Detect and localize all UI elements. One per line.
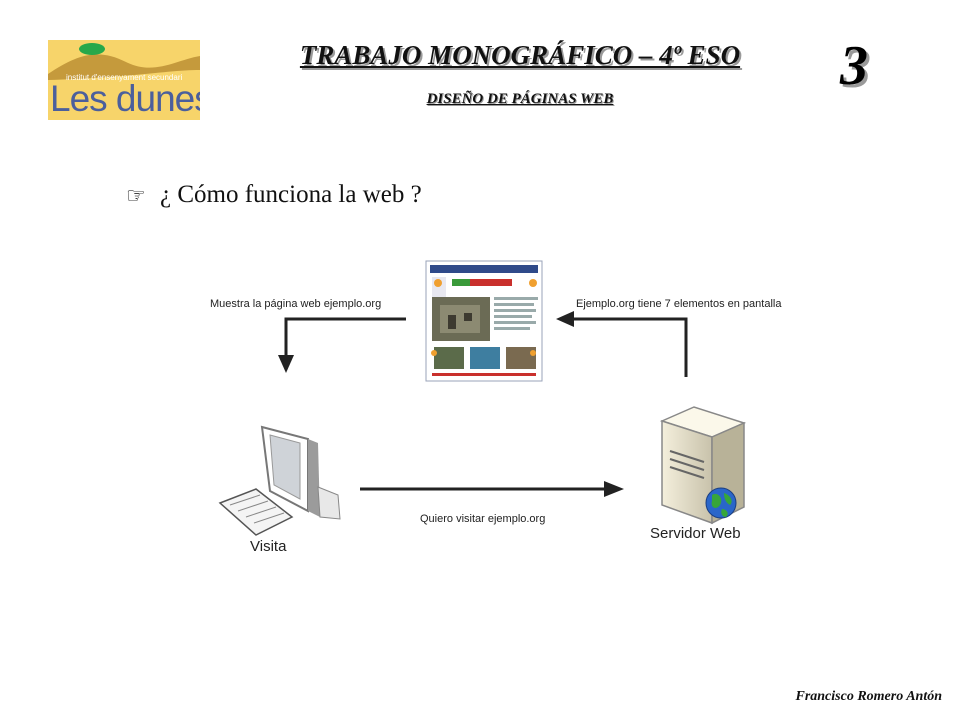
page-number: 3 [840,35,868,97]
globe-icon [705,487,737,519]
author-footer: Francisco Romero Antón [795,689,942,704]
client-computer-icon [218,425,341,536]
label-page-elements: Ejemplo.org tiene 7 elementos en pantall… [576,298,782,310]
diagram-graphics [218,260,747,536]
label-server: Servidor Web [650,525,741,542]
logo-hill-shape [48,43,200,80]
arrow-server-to-page [556,311,688,377]
arrow-client-to-server [360,481,624,497]
arrow-page-to-client [278,317,406,373]
webpage-screenshot-icon [425,260,543,382]
web-diagram: Muestra la página web ejemplo.org Ejempl… [200,255,820,575]
label-client: Visita [250,538,287,555]
label-show-page: Muestra la página web ejemplo.org [210,298,382,310]
logo-subtext: institut d'ensenyament secundari [66,73,183,82]
logo-name: Les dunes [50,78,200,119]
pointing-hand-icon: ☞ [126,183,146,208]
logo-dot-icon [79,43,105,55]
server-icon [659,406,747,525]
question-text: ¿ Cómo funciona la web ? [160,181,422,208]
label-request: Quiero visitar ejemplo.org [420,513,546,525]
page-title: TRABAJO MONOGRÁFICO – 4º ESO [299,40,741,70]
page-subtitle: DISEÑO DE PÁGINAS WEB [426,91,614,107]
school-logo: institut d'ensenyament secundari Les dun… [48,40,200,120]
